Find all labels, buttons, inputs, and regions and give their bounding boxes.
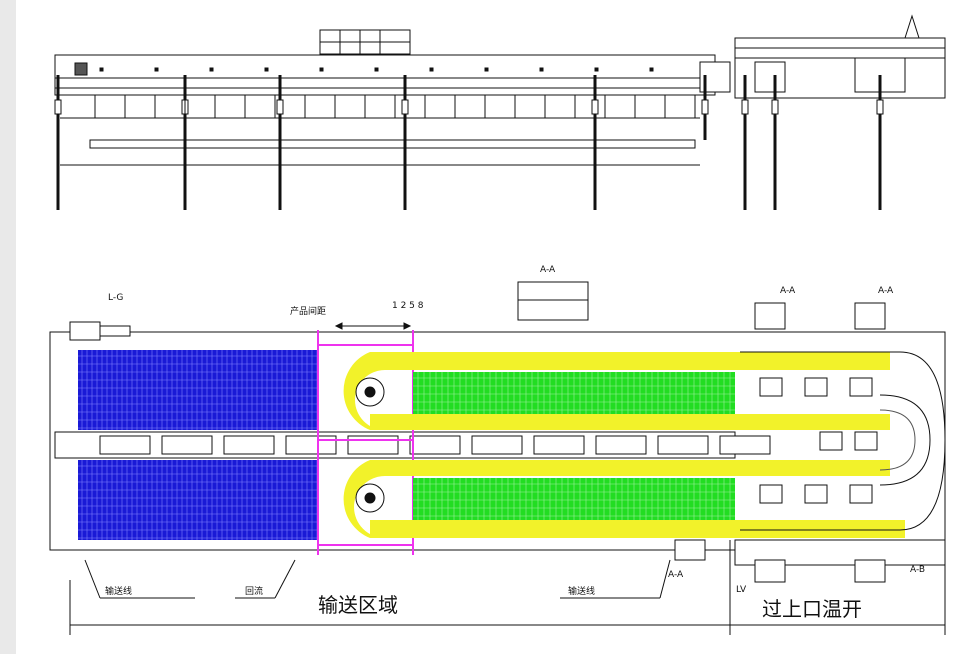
beam-mark <box>484 67 489 72</box>
beam-mark <box>264 67 269 72</box>
label-motor-a: A-A <box>780 286 796 296</box>
beam-mark <box>649 67 654 72</box>
zone-right-label: 过上口温开 <box>762 597 862 621</box>
leg-clamp <box>276 99 284 115</box>
mid-rail-carrier <box>595 435 647 455</box>
loop-carrier <box>759 377 783 397</box>
loop-carrier <box>854 431 878 451</box>
mid-rail-carrier <box>347 435 399 455</box>
leg-clamp <box>701 99 709 115</box>
leg-clamp <box>401 99 409 115</box>
elevation-view <box>54 14 946 210</box>
mid-rail-carrier <box>657 435 709 455</box>
label-bottom-mid: 回流 <box>245 585 263 597</box>
mid-rail-carrier <box>409 435 461 455</box>
page-edge <box>0 0 16 654</box>
plan-view <box>49 281 946 635</box>
leg-clamp <box>771 99 779 115</box>
label-motor-b: A-A <box>878 286 894 296</box>
mid-rail-carrier <box>223 435 275 455</box>
label-dim-mid: 产品间距 <box>290 305 326 317</box>
leg-clamp <box>741 99 749 115</box>
left-motor <box>69 321 131 341</box>
label-conveyor-left: L-G <box>108 293 123 303</box>
beam-mark <box>154 67 159 72</box>
label-bottom-far: A-A <box>668 570 684 580</box>
mid-rail-carrier <box>533 435 585 455</box>
label-far-right-2: A-B <box>910 565 925 575</box>
beam-mark <box>594 67 599 72</box>
blue-belt-upper <box>78 350 318 430</box>
zone-left-label: 输送区域 <box>318 593 398 617</box>
beam-mark <box>99 67 104 72</box>
yellow-guides <box>343 352 905 538</box>
loop-carrier <box>804 377 828 397</box>
beam-mark <box>374 67 379 72</box>
mid-rail-carrier <box>99 435 151 455</box>
loop-carrier <box>804 484 828 504</box>
beam-mark <box>319 67 324 72</box>
label-far-right: LV <box>736 585 747 595</box>
leg-clamp <box>591 99 599 115</box>
mid-rail-carrier <box>719 435 771 455</box>
loop-carrier <box>849 377 873 397</box>
beam-mark <box>209 67 214 72</box>
mid-rail-carrier <box>161 435 213 455</box>
leg-clamp <box>54 99 62 115</box>
beam-mark <box>539 67 544 72</box>
beam-mark <box>429 67 434 72</box>
label-bottom-right: 输送线 <box>568 585 595 597</box>
loop-carrier <box>819 431 843 451</box>
label-dim-right: 1 2 5 8 <box>392 301 424 311</box>
mid-rail-carrier <box>285 435 337 455</box>
mid-rail-carrier <box>471 435 523 455</box>
section-label: A-A <box>540 265 556 275</box>
loop-carrier <box>849 484 873 504</box>
leg-clamp <box>876 99 884 115</box>
loop-carrier <box>759 484 783 504</box>
label-bottom-left: 输送线 <box>105 585 132 597</box>
blue-belt-lower <box>78 460 318 540</box>
